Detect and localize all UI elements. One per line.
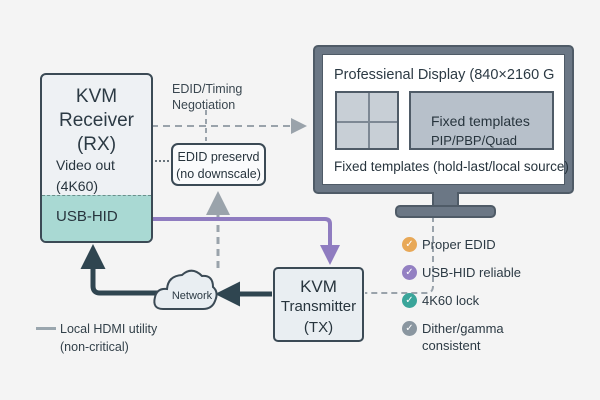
transmitter-title-line: (TX) xyxy=(303,319,334,336)
check-icon: ✓ xyxy=(402,265,417,280)
check-icon: ✓ xyxy=(402,321,417,336)
professional-display: Professienal Display (840×2160 G Fixed t… xyxy=(313,45,574,194)
checklist-label: Dither/gamma consistent xyxy=(422,321,504,353)
video-out-line: (4K60) xyxy=(56,178,99,194)
transmitter-title-line: KVM xyxy=(300,277,337,296)
check-icon: ✓ xyxy=(402,293,417,308)
transmitter-title-line: Transmitter xyxy=(280,298,357,315)
edid-preserved-box: EDID preservd (no downscale) xyxy=(171,143,266,186)
edid-box-line: EDID preservd xyxy=(177,150,260,164)
template-panel: Fixed templates PIP/PBP/Quad xyxy=(409,91,554,150)
usb-hid-label: USB-HID xyxy=(56,208,118,225)
kvm-transmitter: KVM Transmitter (TX) xyxy=(273,267,364,342)
quad-grid-icon xyxy=(335,91,399,150)
template-modes: PIP/PBP/Quad xyxy=(431,133,517,148)
display-screen: Professienal Display (840×2160 G Fixed t… xyxy=(322,54,569,185)
legend-line-swatch xyxy=(36,327,56,330)
kvm-receiver: KVM Receiver (RX) Video out (4K60) USB-H… xyxy=(40,73,153,243)
network-label: Network xyxy=(171,290,213,302)
local-hdmi-link xyxy=(365,216,434,294)
display-footer-text: Fixed templates (hold-last/local source) xyxy=(334,159,569,174)
checklist-label: USB-HID reliable xyxy=(422,265,521,280)
legend-line: Local HDMI utility xyxy=(60,322,158,336)
edid-box-line: (no downscale) xyxy=(176,167,261,181)
receiver-title-line: (RX) xyxy=(76,134,117,155)
edid-note-line: Negotiation xyxy=(172,98,236,112)
usb-hid-section: USB-HID xyxy=(42,195,151,241)
checklist-label: Proper EDID xyxy=(422,237,496,252)
video-out-label: Video out (4K60) xyxy=(56,155,115,197)
receiver-title: KVM Receiver (RX) xyxy=(42,85,151,157)
template-title: Fixed templates xyxy=(431,113,530,129)
video-out-line: Video out xyxy=(56,157,115,173)
legend-text: Local HDMI utility (non-critical) xyxy=(60,320,157,356)
monitor-stand-base xyxy=(395,205,496,218)
receiver-title-line: Receiver xyxy=(59,110,134,131)
edid-note-line: EDID/Timing xyxy=(172,82,243,96)
legend-line: (non-critical) xyxy=(60,340,129,354)
network-to-rx-link xyxy=(80,244,158,296)
receiver-title-line: KVM xyxy=(75,86,118,107)
checklist-label: 4K60 lock xyxy=(422,293,480,308)
edid-timing-note: EDID/Timing Negotiation xyxy=(172,81,242,113)
cloud-icon xyxy=(153,269,218,310)
check-icon: ✓ xyxy=(402,237,417,252)
usb-hid-link xyxy=(151,217,340,265)
display-title: Professienal Display (840×2160 G xyxy=(334,67,555,83)
